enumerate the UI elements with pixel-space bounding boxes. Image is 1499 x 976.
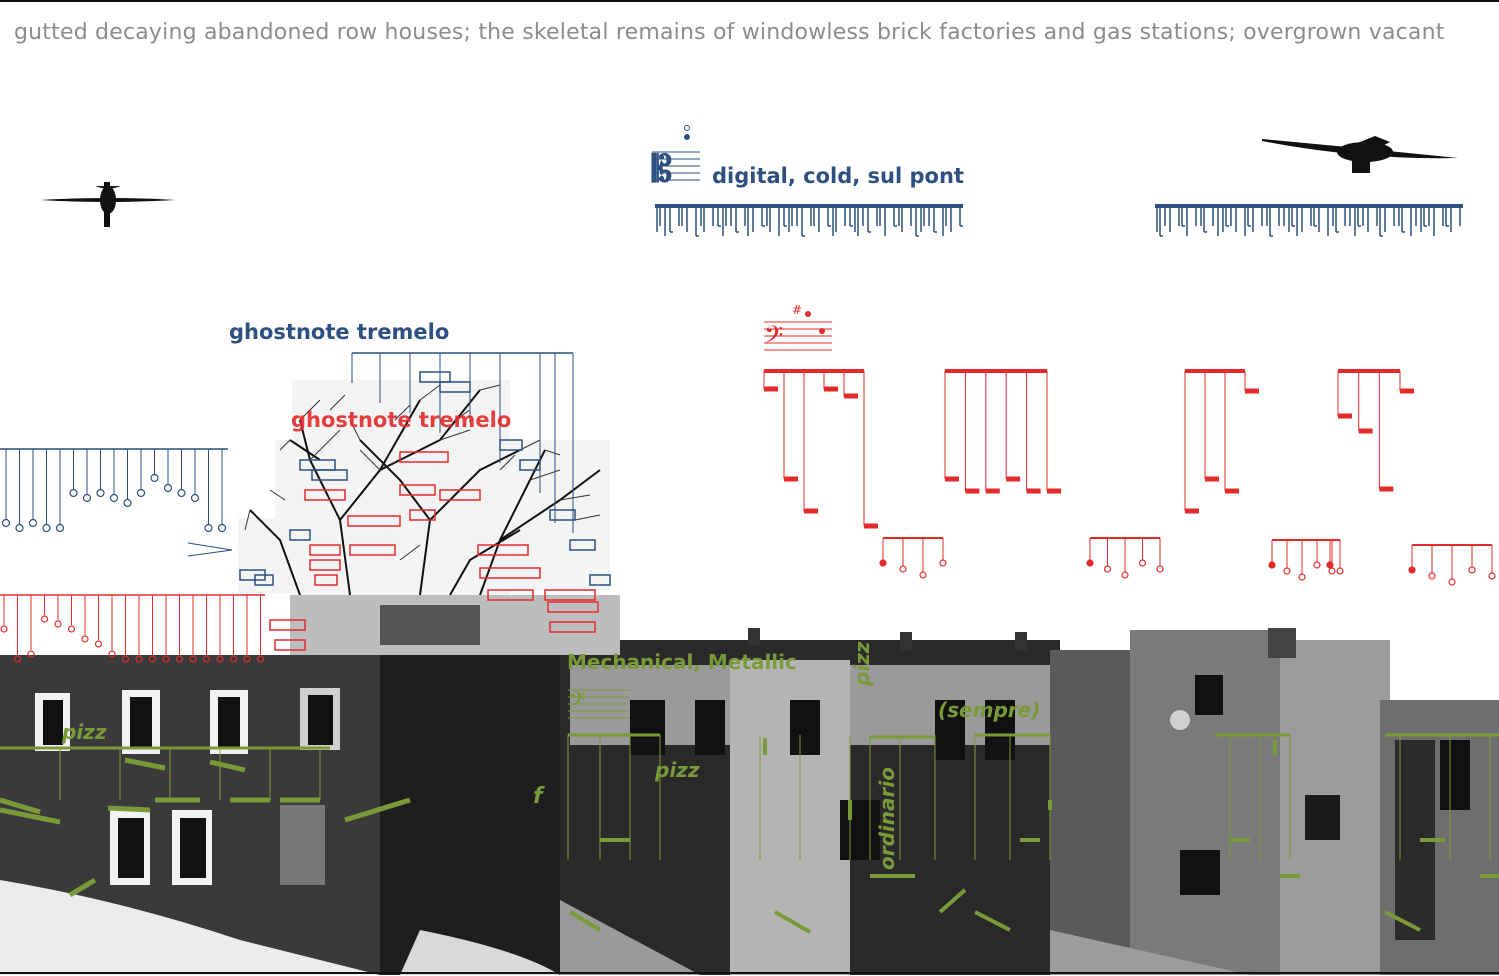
bass-clef-icon: 𝄢 [568,686,630,719]
label-sempre: (sempre) [938,698,1041,722]
label-pizz-left: pizz [62,720,107,744]
label-pizz-mid: pizz [655,758,700,782]
drone-icon [40,182,176,227]
red-notation-groups [763,369,1496,586]
svg-text:𝄡: 𝄡 [651,148,672,190]
top-rule [0,0,1499,2]
bass-clef-icon: 𝄢 # [764,303,832,356]
svg-text:#: # [792,303,802,317]
caption-text: gutted decaying abandoned row houses; th… [14,20,1445,45]
label-mechanical-metallic: Mechanical, Metallic [567,650,797,674]
label-pizz-vertical: pizz [850,641,874,686]
row-houses-photo [0,628,1499,975]
svg-text:𝄢: 𝄢 [568,686,586,719]
green-notation-overlay [0,733,1499,934]
tremelo-boxes [239,371,611,651]
bottom-rule [0,972,1499,974]
label-ghostnote-red: ghostnote tremelo [291,408,512,432]
red-ghostnote-bracket [0,594,265,663]
svg-text:𝄢: 𝄢 [764,321,783,356]
label-ordinario: ordinario [875,767,899,870]
dynamic-marking: f [533,784,543,809]
tree-photo [238,380,620,655]
drone-icon [1262,136,1458,173]
label-ghostnote-blue: ghostnote tremelo [229,320,450,344]
label-digital-cold: digital, cold, sul pont [712,164,964,188]
alto-clef-icon: 𝄡 [651,125,700,190]
